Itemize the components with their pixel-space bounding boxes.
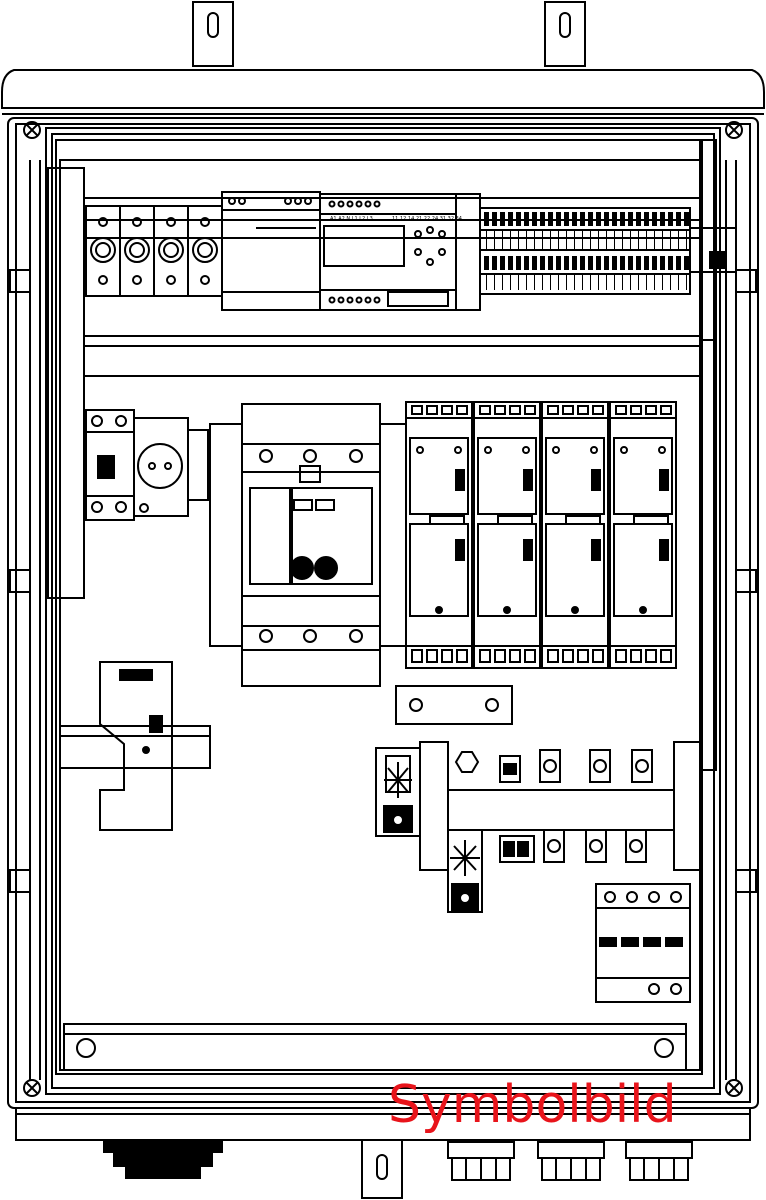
terminal-block: [556, 212, 561, 290]
terminal-block: [668, 212, 673, 290]
terminal-block: [508, 212, 513, 290]
terminal-block: [548, 212, 553, 290]
terminal-block: [580, 212, 585, 290]
contactor: [473, 401, 541, 669]
power-supply-module: [221, 191, 321, 311]
terminal-block: [588, 212, 593, 290]
terminal-block: [676, 212, 681, 290]
terminal-block: [540, 212, 545, 290]
terminal-block: [636, 212, 641, 290]
busbar-assembly: [419, 741, 701, 871]
mounting-plate: [47, 139, 717, 1075]
watermark-text: Symbolbild: [388, 1075, 677, 1135]
terminal-block-strip: [455, 193, 691, 311]
mounting-bracket-top-right: [544, 1, 586, 67]
terminal-block: [684, 212, 689, 290]
enclosure-top-lid: [0, 69, 765, 115]
terminal-block: [564, 212, 569, 290]
terminal-block: [652, 212, 657, 290]
terminal-labels-right: 11 12 14 21 22 24 31 32 34: [392, 216, 462, 222]
ground-terminal-2: [447, 829, 483, 913]
terminal-block: [620, 212, 625, 290]
contactors: [405, 401, 677, 669]
terminal-block: [644, 212, 649, 290]
terminal-block: [524, 212, 529, 290]
fuse-holders: [85, 205, 223, 297]
terminal-block: [516, 212, 521, 290]
cable-gland-large: [103, 1139, 223, 1179]
mounting-bracket-top-left: [192, 1, 234, 67]
corner-screws: [23, 121, 743, 1097]
terminal-block: [660, 212, 665, 290]
terminal-block: [628, 212, 633, 290]
terminal-block: [500, 212, 505, 290]
control-relay-module: [319, 193, 457, 311]
end-terminal: [689, 227, 737, 273]
surge-protection-device: [595, 883, 691, 1003]
dc-power-supply: [99, 661, 173, 831]
ground-terminal-1: [375, 747, 421, 837]
terminal-block: [604, 212, 609, 290]
contactor: [541, 401, 609, 669]
terminal-block: [612, 212, 617, 290]
din-rail-lower-left: [59, 725, 211, 769]
bottom-pe-rail: [63, 1023, 687, 1071]
contactor: [609, 401, 677, 669]
service-socket: [133, 417, 209, 517]
terminal-block: [484, 212, 489, 290]
terminal-block: [596, 212, 601, 290]
terminal-block: [572, 212, 577, 290]
terminal-block: [492, 212, 497, 290]
terminal-blocks: [484, 212, 689, 290]
contactor: [405, 401, 473, 669]
mounting-bracket-bottom: [361, 1139, 403, 1199]
cable-duct-horizontal: [83, 335, 701, 377]
link-bar: [395, 685, 513, 725]
cable-glands-small: [447, 1141, 693, 1181]
circuit-breaker-small: [85, 409, 135, 521]
terminal-block: [532, 212, 537, 290]
terminal-labels-top: A1 A2 N L1 L2 L3: [330, 216, 373, 222]
main-circuit-breaker: [209, 403, 407, 687]
